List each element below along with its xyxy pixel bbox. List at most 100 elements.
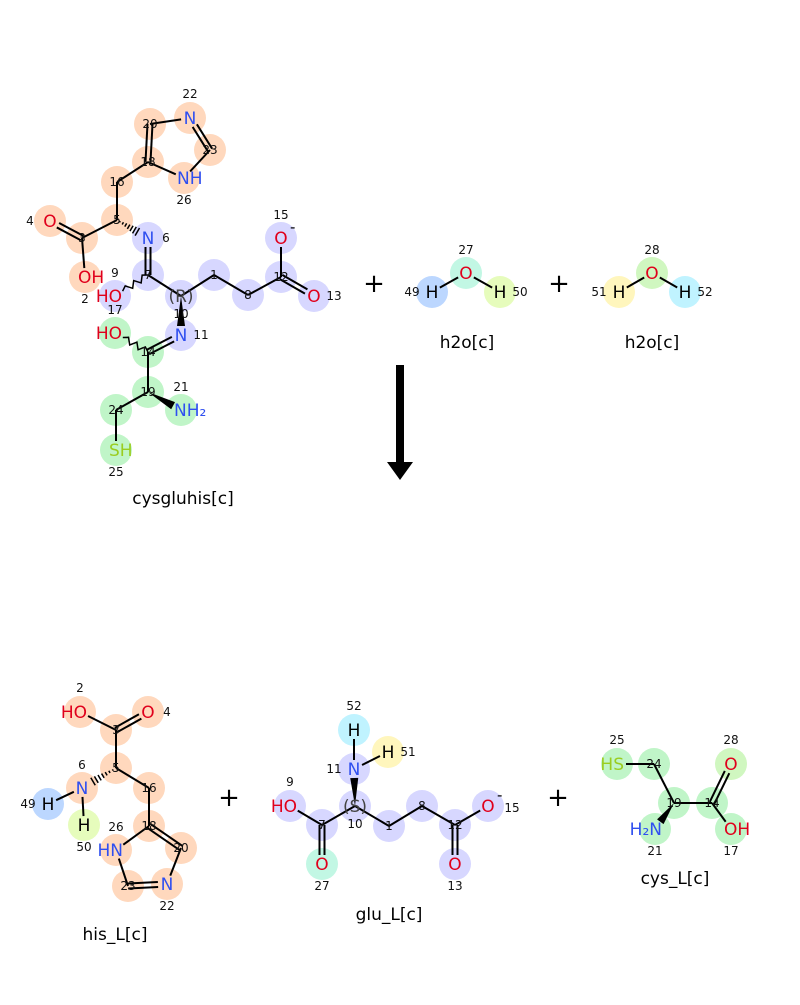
atom-number: 16 <box>109 175 124 189</box>
atom-label: HO <box>96 324 122 344</box>
atom-label: O <box>724 755 737 775</box>
atom-14: 14 <box>704 796 719 810</box>
atom-number: 19 <box>666 796 681 810</box>
bond-5-16 <box>115 767 150 789</box>
plus-sign: + <box>547 783 569 813</box>
plus-sign: + <box>548 269 570 299</box>
atom-15: O-15 <box>481 786 519 817</box>
atom-highlight <box>99 280 131 312</box>
atom-number: 14 <box>140 345 155 359</box>
atom-highlight <box>338 753 370 785</box>
atom-number: 17 <box>723 844 738 858</box>
atom-19: 19 <box>140 385 155 399</box>
atom-24: 24 <box>646 757 661 771</box>
atom-label: OH <box>724 820 750 840</box>
atom-number: 49 <box>20 797 35 811</box>
atom-12: 12 <box>273 270 288 284</box>
bond-5-3 <box>81 219 118 239</box>
atom-number: 20 <box>173 841 188 855</box>
atom-highlight <box>669 276 701 308</box>
atom-9: HO9 <box>96 266 122 307</box>
bond-14-17 <box>122 336 149 353</box>
atom-22: N22 <box>182 87 197 129</box>
atom-label: O <box>315 855 328 875</box>
atom-label: N <box>161 875 174 895</box>
atom-number: 28 <box>723 733 738 747</box>
bond-10-1 <box>354 805 390 827</box>
bond-26-18 <box>147 161 177 176</box>
atom-27: O27 <box>458 243 473 284</box>
atom-number: 22 <box>159 899 174 913</box>
atom-label: H <box>42 795 55 815</box>
atom-3: 3 <box>78 231 86 245</box>
atom-highlight <box>450 257 482 289</box>
atom-highlight <box>32 788 64 820</box>
bond-1-8 <box>213 274 249 296</box>
plus-sign: + <box>363 269 385 299</box>
atom-1: 1 <box>385 819 393 833</box>
atom-highlight <box>439 848 471 880</box>
plus-sign: + <box>218 783 240 813</box>
atom-number: 24 <box>646 757 661 771</box>
bond-19-24 <box>115 391 149 411</box>
bond-18-20 <box>147 823 183 851</box>
atom-label: H <box>494 283 507 303</box>
atom-number: 17 <box>107 303 122 317</box>
atom-label: N <box>184 109 197 129</box>
bonds-cys_L <box>626 763 731 825</box>
bond-24-19 <box>653 763 675 804</box>
atom-label: H <box>78 816 91 836</box>
atom-highlight <box>274 790 306 822</box>
bond-6-49 <box>55 790 75 802</box>
atom-label: NH₂ <box>174 401 206 421</box>
atom-number: 5 <box>112 761 120 775</box>
atom-number: 10 <box>347 817 362 831</box>
atom-highlight <box>715 748 747 780</box>
bond-8-12 <box>421 805 456 826</box>
atom-number: 27 <box>314 879 329 893</box>
bond-2-3 <box>87 715 117 731</box>
atom-highlight <box>99 317 131 349</box>
bond-49-27 <box>439 276 459 289</box>
molecule-label-h2o: h2o[c] <box>625 333 680 353</box>
atom-18: 18 <box>140 155 155 169</box>
bonds-glu_L <box>297 739 481 855</box>
atom-number: 50 <box>512 285 527 299</box>
atom-highlight <box>416 276 448 308</box>
bond-18-20 <box>144 123 154 163</box>
atom-23: 23 <box>120 879 135 893</box>
atom-20: 20 <box>173 841 188 855</box>
bond-7-9 <box>121 274 149 292</box>
atom-number: 15 <box>504 801 519 815</box>
atom-highlight <box>100 434 132 466</box>
atom-number: 13 <box>326 289 341 303</box>
atom-8: 8 <box>418 799 426 813</box>
atom-label: H <box>613 283 626 303</box>
bond-12-13 <box>279 273 308 295</box>
atom-label: O <box>645 264 658 284</box>
atom-number: 49 <box>404 285 419 299</box>
atom-52: H52 <box>346 699 361 741</box>
bond-20-22 <box>149 118 182 125</box>
atom-number: 4 <box>163 705 171 719</box>
atom-number: 11 <box>193 328 208 342</box>
atom-label: O <box>481 797 494 817</box>
bond-22-23 <box>127 880 159 890</box>
atom-label: H <box>382 743 395 763</box>
atom-number: 52 <box>346 699 361 713</box>
atom-number: 2 <box>76 681 84 695</box>
bond-18-26 <box>122 825 150 846</box>
bond-51-11 <box>361 755 381 766</box>
atom-number: 12 <box>273 270 288 284</box>
atom-number: 25 <box>609 733 624 747</box>
molecule-label-h2o: h2o[c] <box>440 333 495 353</box>
atom-28: O28 <box>644 243 659 284</box>
atom-number: 21 <box>647 844 662 858</box>
